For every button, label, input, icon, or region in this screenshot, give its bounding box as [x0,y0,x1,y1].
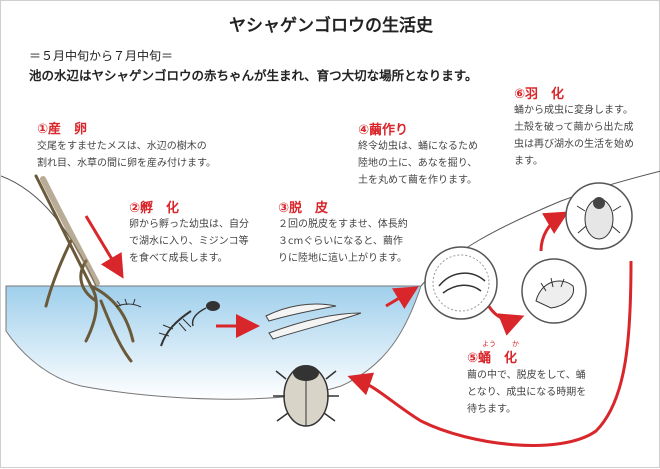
small-larva-icon [115,298,142,308]
step-emergence-title: ⑥羽 化 [514,87,565,102]
grown-larva-icon [265,303,362,340]
step-pupation-desc: 繭の中で、脱皮をして、蛹となり、成虫になる時期を待ちます。 [467,370,587,415]
page-title: ヤシャゲンゴロウの生活史 [229,16,433,36]
ruby-you: よう [482,340,496,348]
larva-icon [158,310,192,347]
step-molting-title: ③脱 皮 [278,201,329,216]
step-cocoon-making-desc: 終令幼虫は、蛹になるため陸地の土に、あなを掘り、土を丸めて繭を作ります。 [358,141,478,186]
emerging-adult-icon [565,182,633,250]
intro-text: 池の水辺はヤシャゲンゴロウの赤ちゃんが生まれ、育つ大切な場所となります。 [29,68,478,83]
ruby-ka: か [512,340,519,348]
arrow-egg-to-hatch [84,215,124,279]
step-egg-laying-title: ①産 卵 [37,122,88,137]
tadpole-larva-icon [191,301,220,327]
step-egg-laying-desc: 交尾をすませたメスは、水辺の樹木の割れ目、水草の間に卵を産み付けます。 [37,141,216,169]
step-pupation-title: ⑤蛹 化 [467,351,518,366]
step-emergence-desc: 蛹から成虫に変身します。土殻を破って繭から出た成虫は再び湖水の生活を始めます。 [514,105,634,167]
arrow-pupa-to-emergence [539,211,569,252]
arrow-molt-to-cocoon [385,286,419,310]
cocoon-icon [424,246,498,320]
step-hatching-title: ②孵 化 [129,201,180,216]
step-hatching-desc: 卵から孵った幼虫は、自分で湖水に入り、ミジンコ等を食べて成長します。 [129,219,249,264]
step-cocoon-making-title: ④繭作り [358,123,409,138]
adult-beetle-icon [273,365,339,427]
arrow-return-to-water [347,260,633,447]
pupa-icon [521,258,587,324]
period-text: ＝５月中旬から７月中旬＝ [29,49,174,63]
